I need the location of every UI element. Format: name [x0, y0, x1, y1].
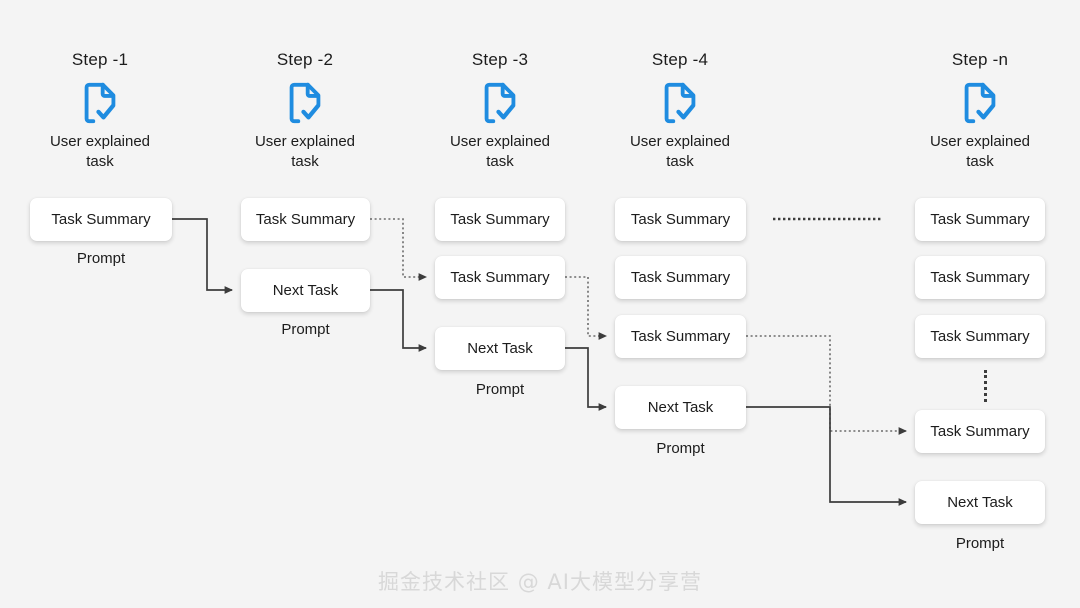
- document-check-icon: [84, 82, 116, 124]
- node-task-summary[interactable]: Task Summary: [30, 198, 172, 241]
- node-label: Task Summary: [930, 269, 1030, 286]
- node-label: Task Summary: [630, 328, 731, 345]
- step-title: Step -4: [651, 50, 709, 69]
- node-task-summary[interactable]: Task Summary: [435, 198, 565, 241]
- node-label: Next Task: [272, 282, 339, 299]
- node-next-task[interactable]: Next Task: [915, 481, 1045, 524]
- node-label: Task Summary: [255, 211, 356, 228]
- node-task-summary[interactable]: Task Summary: [915, 315, 1045, 358]
- prompt-label: Prompt: [656, 440, 705, 457]
- node-label: Task Summary: [630, 211, 731, 228]
- step-title: Step -2: [276, 50, 334, 69]
- vertical-ellipsis-icon: [984, 370, 990, 402]
- node-label: Next Task: [647, 399, 714, 416]
- prompt-label: Prompt: [475, 381, 525, 398]
- node-task-summary[interactable]: Task Summary: [615, 198, 746, 241]
- node-task-summary[interactable]: Task Summary: [915, 198, 1045, 241]
- watermark: 掘金技术社区 @ AI大模型分享营: [378, 570, 702, 594]
- node-label: Task Summary: [630, 269, 731, 286]
- node-label: Task Summary: [450, 211, 550, 228]
- document-check-icon: [289, 82, 321, 124]
- node-next-task[interactable]: Next Task: [615, 386, 746, 429]
- step-title: Step -3: [471, 50, 529, 69]
- prompt-label: Prompt: [76, 250, 126, 267]
- document-check-icon: [664, 82, 696, 124]
- node-next-task[interactable]: Next Task: [435, 327, 565, 370]
- node-task-summary[interactable]: Task Summary: [435, 256, 565, 299]
- node-label: Task Summary: [930, 328, 1030, 345]
- prompt-label: Prompt: [281, 321, 330, 338]
- node-task-summary[interactable]: Task Summary: [915, 410, 1045, 453]
- step-title: Step -1: [71, 50, 129, 69]
- node-label: Task Summary: [930, 211, 1030, 228]
- step-title: Step -n: [951, 50, 1009, 69]
- node-task-summary[interactable]: Task Summary: [615, 256, 746, 299]
- node-label: Task Summary: [930, 423, 1030, 440]
- node-label: Task Summary: [51, 211, 151, 228]
- node-task-summary[interactable]: Task Summary: [241, 198, 370, 241]
- node-label: Next Task: [467, 340, 533, 357]
- node-label: Next Task: [947, 494, 1013, 511]
- document-check-icon: [964, 82, 996, 124]
- node-task-summary[interactable]: Task Summary: [915, 256, 1045, 299]
- document-check-icon: [484, 82, 516, 124]
- node-task-summary[interactable]: Task Summary: [615, 315, 746, 358]
- node-next-task[interactable]: Next Task: [241, 269, 370, 312]
- prompt-label: Prompt: [955, 535, 1005, 552]
- node-label: Task Summary: [450, 269, 550, 286]
